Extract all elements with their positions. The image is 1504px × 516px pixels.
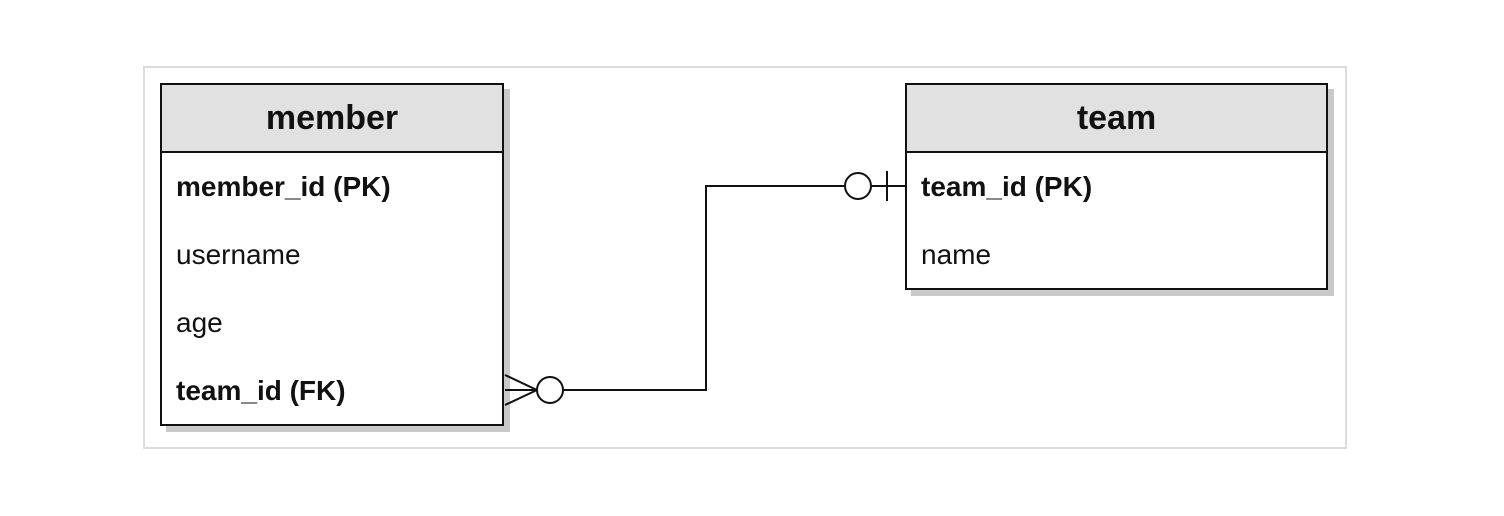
attribute-team-id-pk: team_id (PK) [921, 171, 1093, 202]
attribute-name: name [921, 239, 992, 270]
entity-member[interactable]: member member_id (PK) username age team_… [160, 83, 504, 426]
attribute-member-id: member_id (PK) [176, 171, 391, 202]
entity-team[interactable]: team team_id (PK) name [905, 83, 1328, 290]
attribute-team-id-fk: team_id (FK) [176, 375, 346, 406]
entity-member-title: member [162, 85, 502, 153]
attribute-username: username [176, 239, 301, 270]
attribute-age: age [176, 307, 223, 338]
entity-team-title: team [907, 85, 1326, 153]
